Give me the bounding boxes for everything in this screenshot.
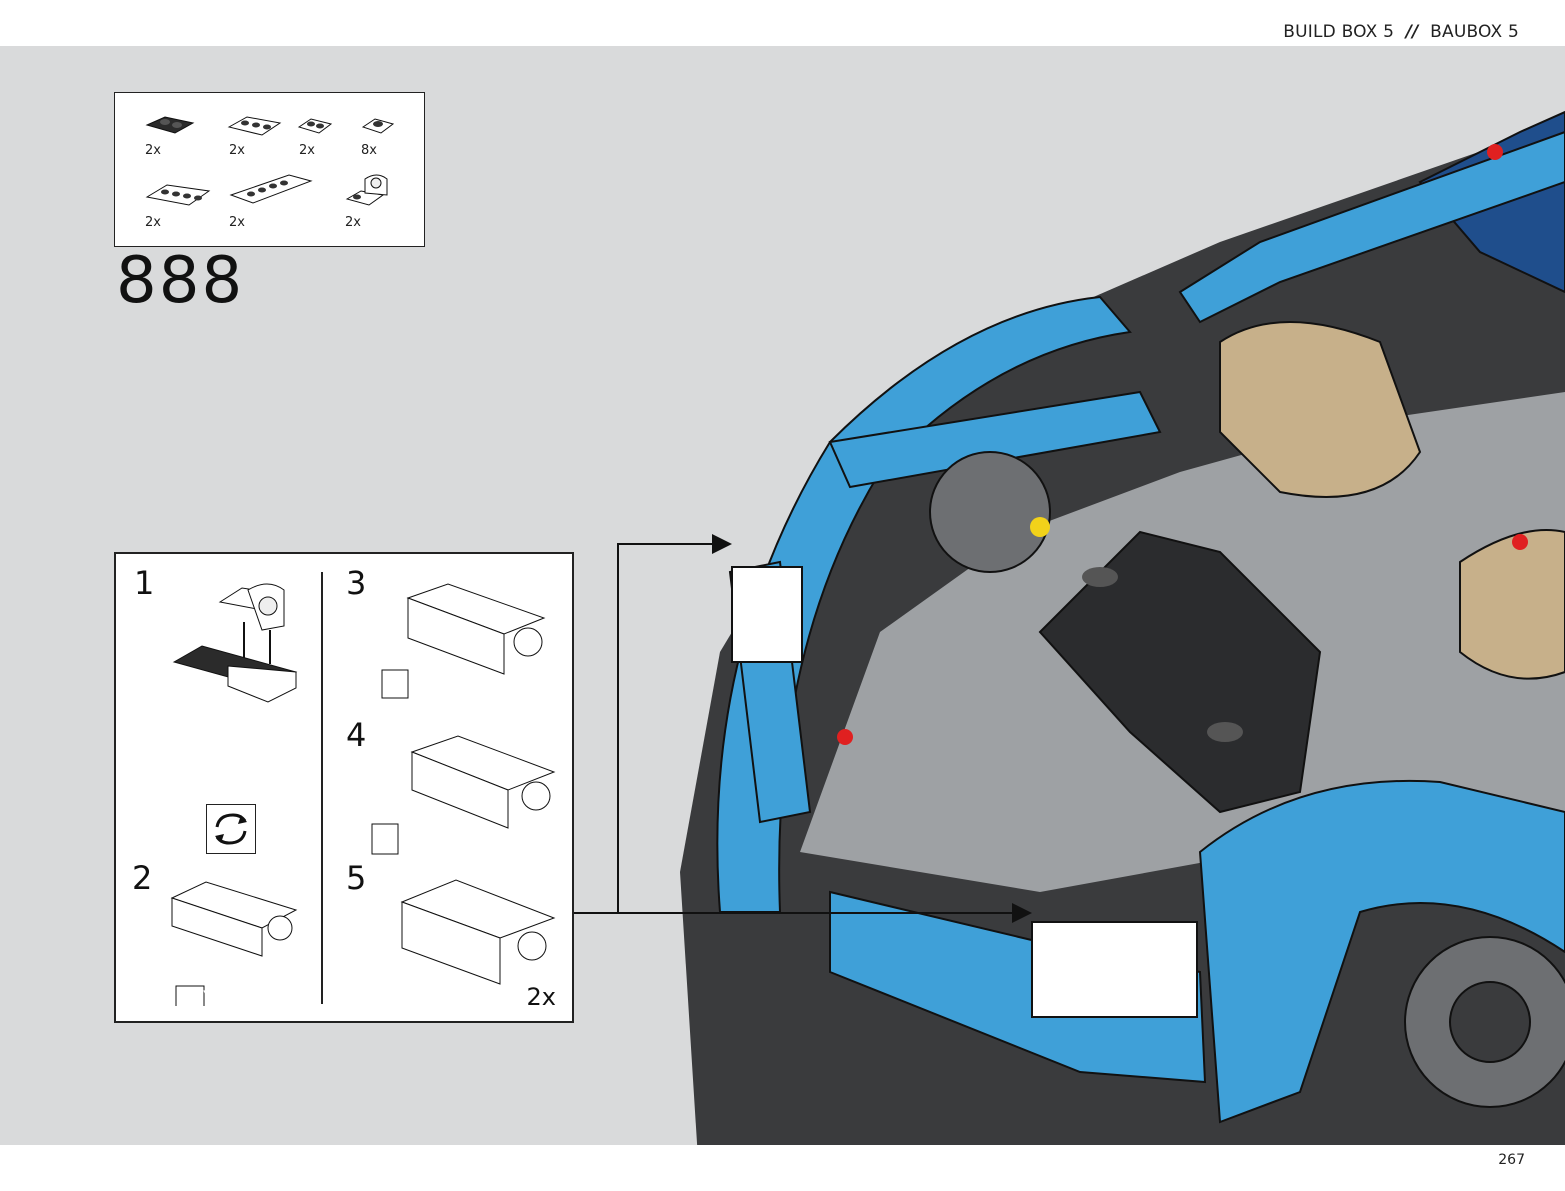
white-round-brick-icon <box>345 174 388 206</box>
substep-number: 2 <box>132 859 153 897</box>
car-front-model-illustration <box>680 110 1565 1145</box>
white-plate-1x1-icon <box>361 118 395 134</box>
page-number: 267 <box>1498 1152 1525 1168</box>
substep-1-illustration <box>172 583 298 703</box>
part-qty: 2x <box>229 215 245 230</box>
rotate-model-icon <box>206 804 256 854</box>
instruction-stage: 2x 2x 2x 8x 2x 2x <box>0 46 1565 1145</box>
part-qty: 8x <box>361 143 377 158</box>
part-qty: 2x <box>145 215 161 230</box>
substep-2-illustration <box>170 881 298 1006</box>
subassembly-box: 1 2 3 4 5 <box>114 552 574 1023</box>
substep-5-illustration <box>400 879 556 985</box>
white-plate-1x6-icon <box>229 174 313 204</box>
build-box-text: BUILD BOX 5 <box>1283 22 1395 42</box>
white-plate-1x2-icon <box>297 118 333 134</box>
parts-list-box: 2x 2x 2x 8x 2x 2x <box>114 92 425 247</box>
part-qty: 2x <box>229 143 245 158</box>
subassembly-divider <box>321 572 323 1004</box>
step-number: 888 <box>116 244 245 318</box>
callout-lines <box>572 534 1032 923</box>
part-qty: 2x <box>299 143 315 158</box>
part-qty: 2x <box>345 215 361 230</box>
page-header: BUILD BOX 5 // BAUBOX 5 <box>0 0 1565 46</box>
header-separator: // <box>1405 22 1419 42</box>
subassembly-multiplier: 2x <box>526 983 556 1011</box>
white-plate-1x3-icon <box>227 116 282 136</box>
substep-number: 1 <box>134 564 155 602</box>
baubox-text: BAUBOX 5 <box>1430 22 1519 42</box>
substep-number: 3 <box>346 564 367 602</box>
part-qty: 2x <box>145 143 161 158</box>
callout-arrow-top <box>617 534 732 913</box>
substep-4-illustration <box>371 735 556 855</box>
substep-number: 4 <box>346 716 367 754</box>
page-footer: 267 <box>0 1145 1565 1191</box>
dark-plate-1x2-icon <box>145 116 195 134</box>
white-plate-1x4-icon <box>145 184 211 206</box>
substep-3-illustration <box>381 583 546 699</box>
substep-number: 5 <box>346 859 367 897</box>
build-box-label: BUILD BOX 5 // BAUBOX 5 <box>1283 22 1519 42</box>
